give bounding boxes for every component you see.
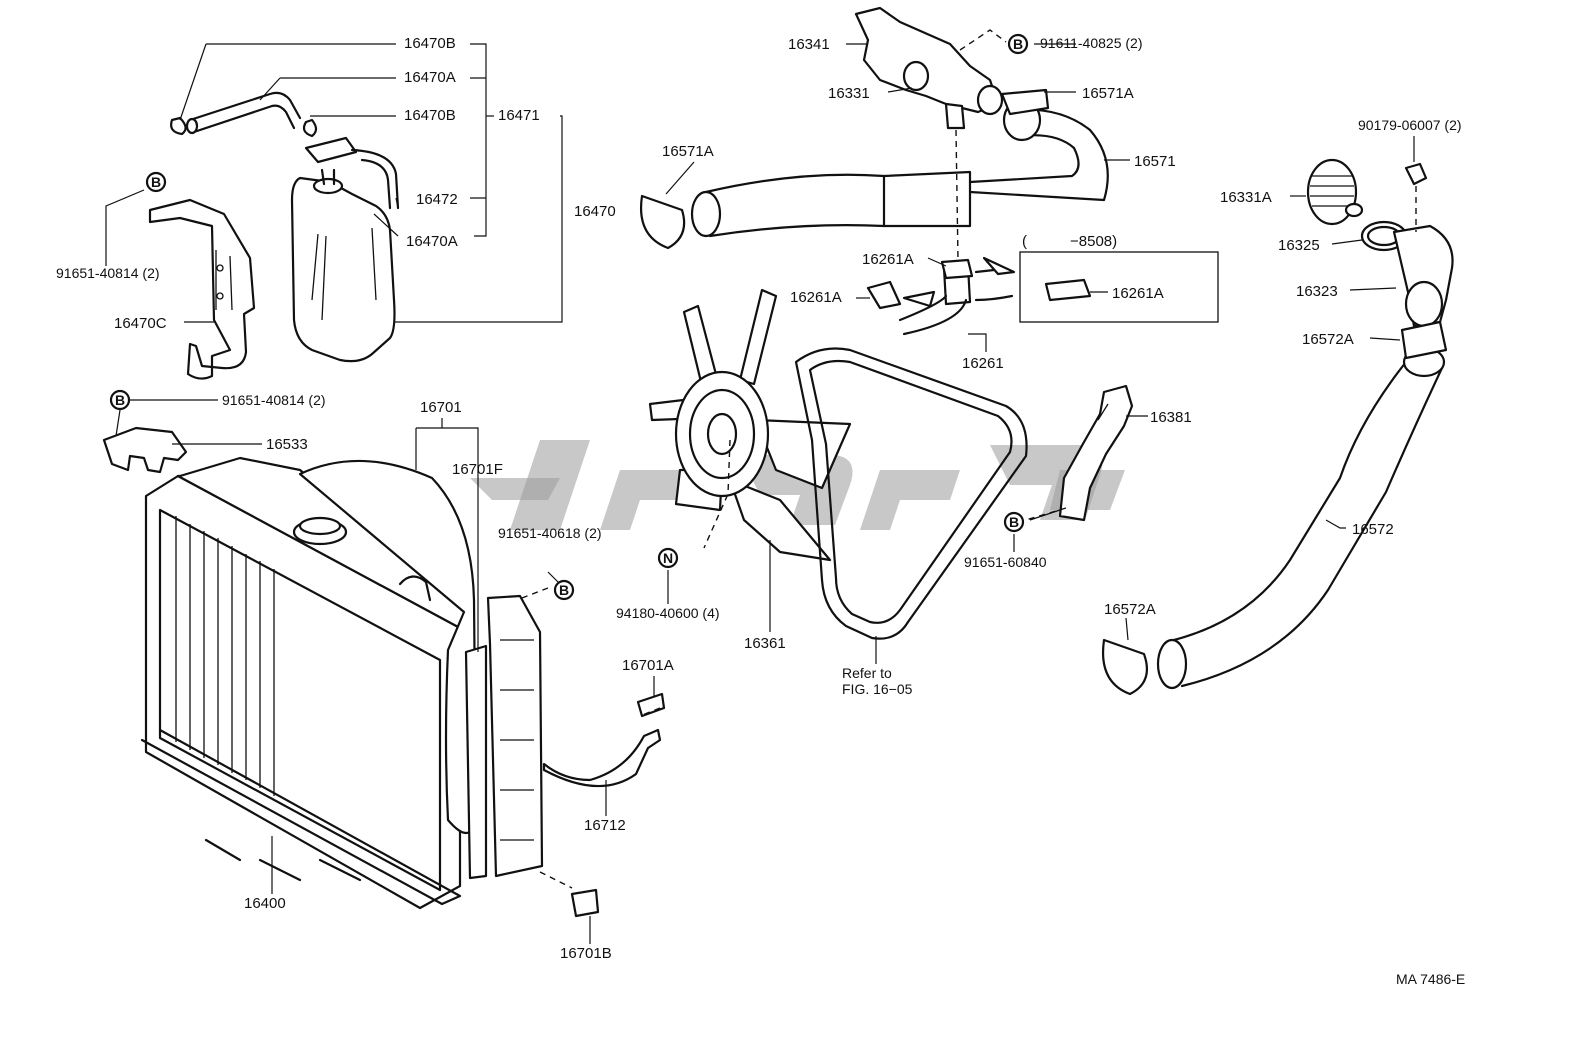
bolt-90179-06007	[1404, 162, 1428, 186]
label-91651-60840: 91651-60840	[964, 554, 1047, 570]
circle-marker-b-5: B	[1003, 511, 1025, 533]
label-16323: 16323	[1296, 283, 1338, 300]
bracket-16533	[102, 426, 188, 474]
part-labels: 16470B 16470A 16470B 16471 16472 16470A …	[56, 35, 1465, 987]
label-16701B: 16701B	[560, 945, 612, 962]
range-paren: (	[1022, 233, 1027, 250]
upper-hose-16571	[690, 98, 1109, 238]
circle-marker-b-4: B	[1007, 33, 1029, 55]
circle-marker-b-3: B	[553, 579, 575, 601]
label-16400: 16400	[244, 895, 286, 912]
label-16571A-left: 16571A	[662, 143, 714, 160]
watermark-logo	[470, 440, 1125, 530]
label-91651-40814-a: 91651-40814 (2)	[56, 265, 160, 281]
label-16325: 16325	[1278, 237, 1320, 254]
circle-marker-b-1: B	[145, 171, 167, 193]
hose-clamp-16572A	[1102, 320, 1448, 696]
note-line2: FIG. 16−05	[842, 681, 913, 697]
label-16533: 16533	[266, 436, 308, 453]
shroud-lower-16712	[486, 594, 662, 878]
label-16572A-top: 16572A	[1302, 331, 1354, 348]
label-16701A: 16701A	[622, 657, 674, 674]
label-16261A-box: 16261A	[1112, 285, 1164, 302]
label-16470A-top: 16470A	[404, 69, 456, 86]
label-16341: 16341	[788, 36, 830, 53]
label-90179-06007: 90179-06007 (2)	[1358, 117, 1462, 133]
tank-bracket-16470C	[148, 198, 256, 380]
phantom-lines	[521, 29, 1417, 889]
svg-text:B: B	[559, 582, 569, 598]
label-16701: 16701	[420, 399, 462, 416]
reference-code: MA 7486-E	[1396, 971, 1465, 987]
thermostat-16331A	[1306, 158, 1364, 226]
circle-marker-n: N	[657, 547, 679, 569]
drive-belt	[794, 347, 1028, 640]
range-code: −8508)	[1070, 233, 1117, 250]
circle-marker-b-2: B	[109, 389, 131, 411]
label-91611-40825: 91611-40825 (2)	[1040, 35, 1142, 51]
label-16470: 16470	[574, 203, 616, 220]
svg-text:B: B	[1009, 514, 1019, 530]
svg-text:B: B	[1013, 36, 1023, 52]
lower-hose-16572	[1156, 346, 1446, 690]
label-16572A-bottom: 16572A	[1104, 601, 1156, 618]
clip-16701A	[636, 692, 666, 718]
label-16472: 16472	[416, 191, 458, 208]
clip-16701B	[570, 888, 600, 918]
svg-text:B: B	[115, 392, 125, 408]
reservoir-tank-16470	[290, 136, 400, 363]
label-16331A: 16331A	[1220, 189, 1272, 206]
water-inlet-16323	[1392, 224, 1454, 328]
label-16261A-a: 16261A	[862, 251, 914, 268]
bracket-16381	[1058, 384, 1134, 522]
direction-arrows	[902, 256, 1016, 308]
label-16470C: 16470C	[114, 315, 167, 332]
label-91651-40814-b: 91651-40814 (2)	[222, 392, 326, 408]
label-16471: 16471	[498, 107, 540, 124]
overflow-hose-16470A	[185, 91, 302, 135]
label-94180-40600: 94180-40600 (4)	[616, 605, 720, 621]
label-16261A-b: 16261A	[790, 289, 842, 306]
label-16572: 16572	[1352, 521, 1394, 538]
label-16470A-mid: 16470A	[406, 233, 458, 250]
label-16701F: 16701F	[452, 461, 503, 478]
range-box	[1019, 251, 1219, 323]
svg-text:N: N	[663, 550, 673, 566]
radiator-16400	[140, 456, 472, 910]
label-16381: 16381	[1150, 409, 1192, 426]
label-16571: 16571	[1134, 153, 1176, 170]
fan-16361	[648, 288, 852, 562]
note-line1: Refer to	[842, 665, 892, 681]
shroud-seal-16701F	[464, 644, 488, 880]
label-16571A-top: 16571A	[1082, 85, 1134, 102]
water-outlet-16341	[854, 6, 1004, 130]
label-16470B-mid: 16470B	[404, 107, 456, 124]
label-16331: 16331	[828, 85, 870, 102]
svg-text:B: B	[151, 174, 161, 190]
hose-clip-16470B	[170, 116, 318, 138]
label-91651-40618: 91651-40618 (2)	[498, 525, 602, 541]
label-16361: 16361	[744, 635, 786, 652]
hose-clamp-16571A	[640, 88, 1050, 250]
label-16712: 16712	[584, 817, 626, 834]
label-16261: 16261	[962, 355, 1004, 372]
label-16470B-top: 16470B	[404, 35, 456, 52]
